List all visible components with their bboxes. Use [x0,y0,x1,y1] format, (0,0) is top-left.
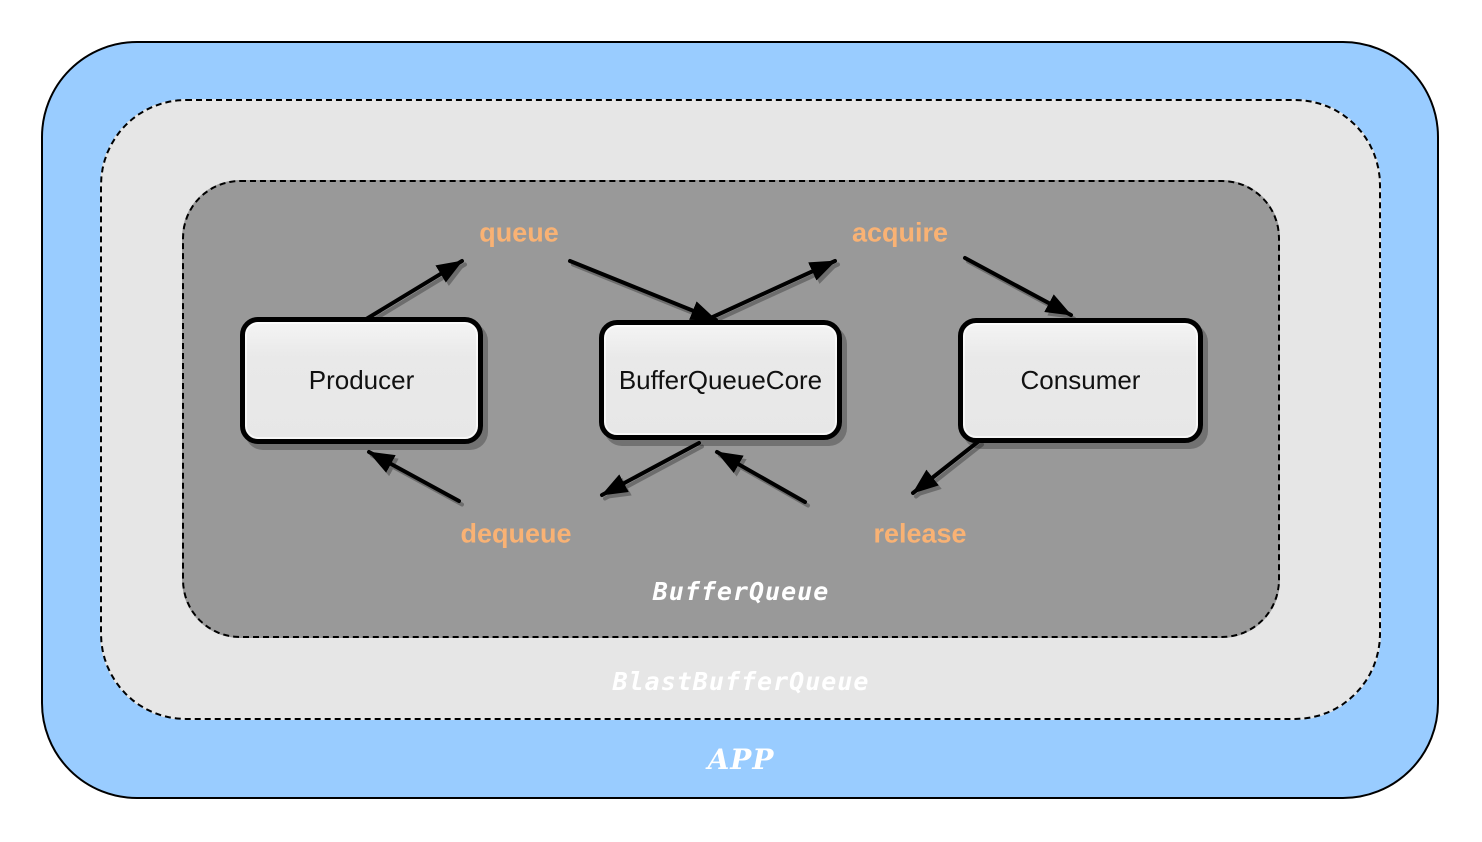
node-bufferqueuecore: BufferQueueCore [599,320,842,440]
node-producer: Producer [240,317,483,444]
node-consumer-label: Consumer [1020,365,1141,395]
edge-label-queue: queue [479,217,559,248]
node-producer-label: Producer [308,365,415,395]
edge-label-dequeue: dequeue [460,518,572,549]
edge-label-acquire: acquire [851,217,949,248]
node-consumer: Consumer [958,318,1203,443]
node-bufferqueuecore-label: BufferQueueCore [618,364,823,395]
edge-label-release: release [873,518,967,549]
